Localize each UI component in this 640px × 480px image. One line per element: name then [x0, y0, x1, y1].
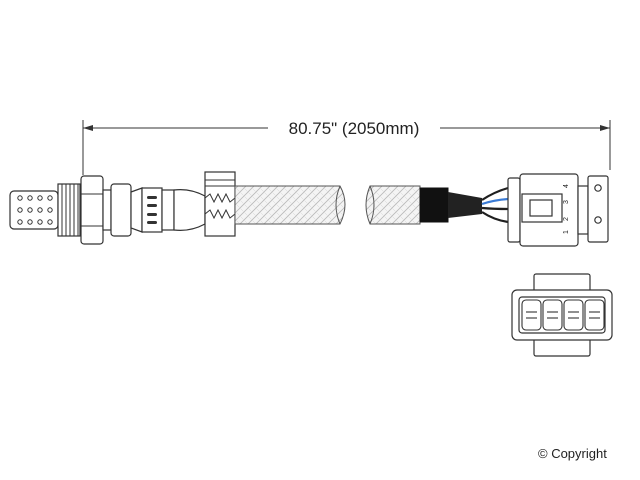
body-slots: [147, 196, 157, 224]
pin-label-3: 3: [563, 200, 570, 204]
cavity-3: [563, 299, 584, 331]
pin-label-4: 4: [563, 184, 570, 188]
dimension-line: [82, 120, 611, 175]
sensor-body: [102, 183, 206, 237]
connector-side-view: [507, 173, 609, 247]
wire-bundle: [481, 186, 509, 224]
pin-label-1: 1: [563, 230, 570, 234]
cavity-4: [584, 299, 605, 331]
wire-2: [481, 197, 509, 206]
hex-nut: [80, 175, 104, 245]
copyright-notice: © Copyright: [538, 446, 607, 461]
shrink-tube: [419, 187, 482, 223]
cavity-1: [521, 299, 542, 331]
connector-pin-labels: 1 2 3 4: [563, 184, 570, 234]
dimension-label: 80.75" (2050mm): [289, 119, 420, 138]
wire-4: [481, 211, 509, 224]
pin-label-2: 2: [563, 217, 570, 221]
sensor-tip: [9, 190, 59, 230]
braided-sleeve-right: [365, 185, 421, 225]
thread-section: [57, 183, 81, 237]
connector-cavities: [521, 299, 605, 331]
cavity-2: [542, 299, 563, 331]
sleeve-clamp: [204, 171, 236, 237]
wire-3: [481, 206, 509, 211]
wire-1: [481, 186, 509, 201]
braided-sleeve-left: [234, 185, 346, 225]
